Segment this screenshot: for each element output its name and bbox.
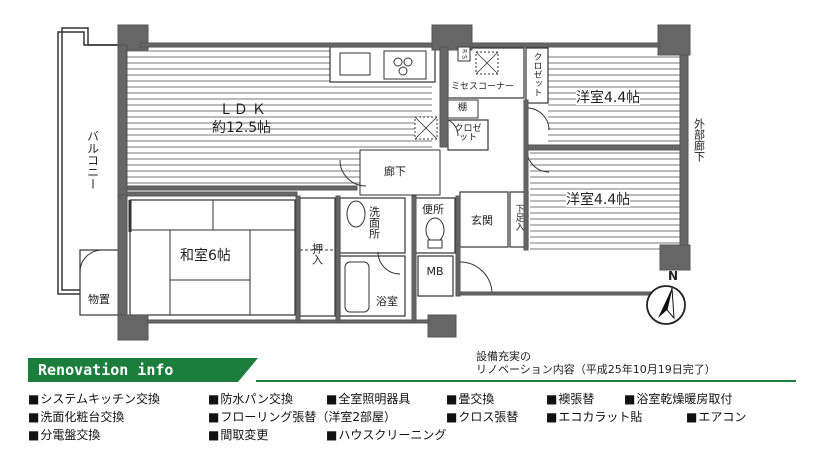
renovation-item: 畳交換 bbox=[446, 390, 494, 407]
mb-box bbox=[417, 255, 454, 297]
senmen-label: 洗面所 bbox=[367, 206, 381, 239]
note-line-1: 設備充実の bbox=[476, 350, 531, 363]
ldk-title: LＤＫ bbox=[222, 102, 270, 118]
renovation-note: 設備充実の リノベーション内容（平成25年10月19日完了） bbox=[476, 350, 716, 376]
walls bbox=[117, 24, 691, 341]
renovation-item: フローリング張替（洋室2部屋） bbox=[208, 408, 396, 425]
renovation-item: 全室照明器具 bbox=[326, 390, 410, 407]
yoshitsu1-label: 洋室4.4帖 bbox=[576, 90, 641, 106]
shitabako-label: 下足入 bbox=[513, 204, 524, 231]
senmenjo bbox=[339, 197, 406, 254]
renovation-item: 防水パン交換 bbox=[208, 390, 293, 407]
closet1 bbox=[525, 47, 549, 104]
balcony-label: バルコニー bbox=[85, 130, 100, 190]
renovation-banner: Renovation info bbox=[28, 358, 796, 382]
banner-underline bbox=[256, 380, 796, 382]
banner-tail bbox=[238, 358, 258, 382]
renovation-item: ハウスクリーニング bbox=[326, 426, 446, 443]
ldk-size: 約12.5帖 bbox=[212, 120, 272, 136]
north-compass bbox=[646, 285, 686, 325]
gaibu-roka-label: 外部廊下 bbox=[692, 118, 706, 162]
mb-label: MB bbox=[426, 265, 444, 278]
floor-plan bbox=[57, 24, 691, 341]
renovation-item: システムキッチン交換 bbox=[28, 390, 160, 407]
genkan-room bbox=[459, 191, 509, 248]
benjo-label: 便所 bbox=[422, 203, 444, 216]
oshiire bbox=[299, 197, 336, 317]
bathtub bbox=[344, 261, 370, 313]
genkan-label: 玄関 bbox=[471, 214, 493, 227]
north-label: N bbox=[668, 269, 679, 283]
renovation-item: 分電盤交換 bbox=[28, 426, 100, 443]
roka bbox=[359, 149, 441, 196]
renovation-item: 浴室乾燥暖房取付 bbox=[624, 390, 732, 407]
washitsu-label: 和室6帖 bbox=[180, 248, 231, 264]
balcony bbox=[57, 27, 125, 295]
oshiire-label: 押入 bbox=[310, 243, 324, 265]
closet2-label: クロゼット bbox=[454, 124, 482, 143]
renovation-item: 洗面化粧台交換 bbox=[28, 408, 124, 425]
rs-mark: R S bbox=[460, 49, 468, 59]
renovation-item: 襖張替 bbox=[546, 390, 594, 407]
renovation-item: エアコン bbox=[686, 408, 746, 425]
sink bbox=[339, 52, 371, 76]
mises-corner-label: ミセスコーナー bbox=[451, 82, 515, 92]
note-line-2: リノベーション内容（平成25年10月19日完了） bbox=[476, 363, 716, 376]
roka-label: 廊下 bbox=[384, 165, 406, 178]
yoshitsu2-label: 洋室4.4帖 bbox=[566, 192, 631, 208]
yokushitsu-label: 浴室 bbox=[376, 295, 398, 308]
monooki-label: 物置 bbox=[88, 293, 110, 306]
tana-label: 棚 bbox=[458, 103, 468, 113]
renovation-item: クロス張替 bbox=[446, 408, 518, 425]
renovation-item: エコカラット貼 bbox=[546, 408, 642, 425]
renovation-item: 間取変更 bbox=[208, 426, 268, 443]
closet1-label: クロゼット bbox=[531, 52, 542, 97]
renovation-title: Renovation info bbox=[28, 358, 238, 382]
